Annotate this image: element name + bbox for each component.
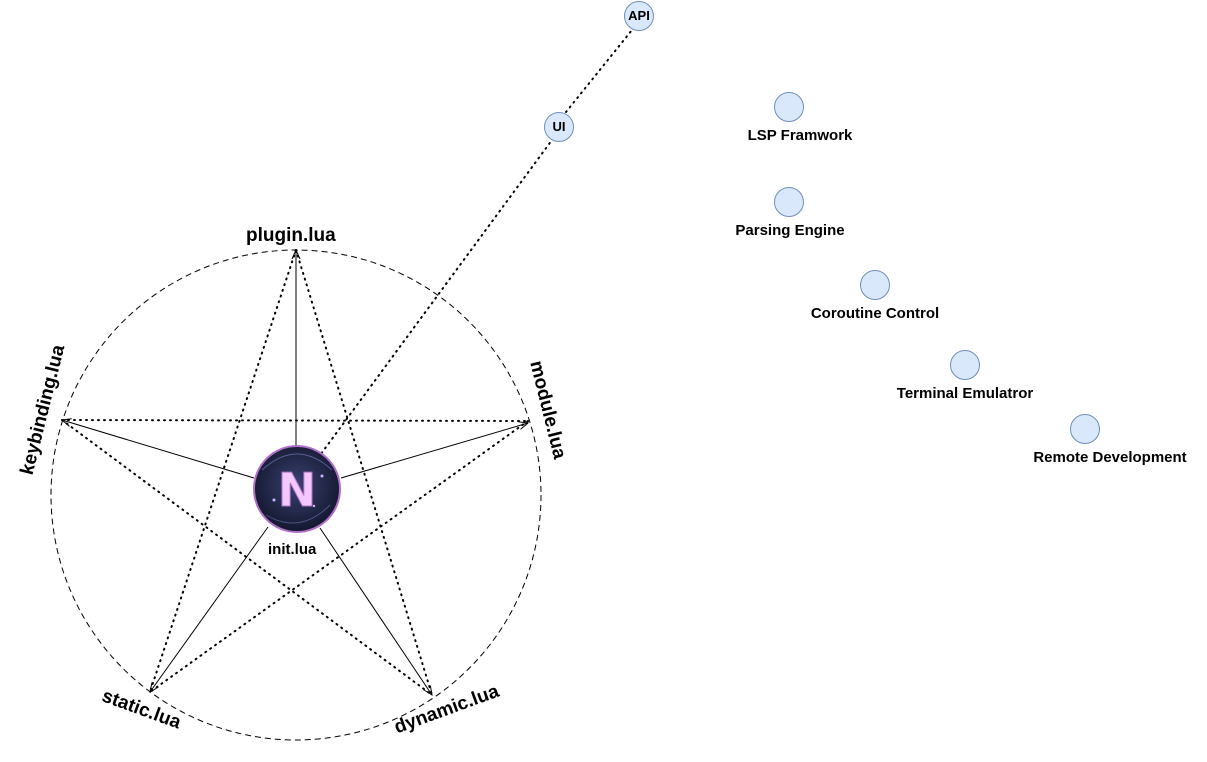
parsing-engine-node (774, 187, 804, 217)
logo-letter: N (278, 463, 317, 517)
coroutine-control-node (860, 270, 890, 300)
arrow-to-static (150, 526, 269, 692)
dotted-line-plugin-static (149, 249, 297, 693)
arrow-to-module (340, 423, 528, 479)
dotted-line-keybinding-module (61, 419, 529, 422)
lsp-framework-node (774, 92, 804, 122)
dotted-line-ui-api (565, 29, 633, 113)
terminal-emulator-label: Terminal Emulatror (896, 385, 1034, 402)
chain-lines (317, 29, 633, 459)
dotted-line-keybinding-dynamic (61, 419, 433, 696)
plugin-lua-label: plugin.lua (246, 225, 336, 246)
api-node (624, 1, 654, 31)
parsing-engine-label: Parsing Engine (735, 222, 845, 239)
dotted-line-module-static (149, 420, 529, 693)
arrow-to-keybinding (62, 420, 255, 479)
dotted-line-plugin-dynamic (295, 249, 433, 696)
remote-development-label: Remote Development (1033, 449, 1187, 466)
ui-node-label: UI (552, 119, 566, 134)
arrow-to-dynamic (319, 527, 432, 695)
api-node-label: API (628, 8, 650, 23)
neovim-logo-icon: N (253, 445, 341, 533)
ui-node (544, 112, 574, 142)
remote-development-node (1070, 414, 1100, 444)
pentagram-lines (61, 249, 529, 696)
center-arrows (62, 250, 528, 695)
dotted-line-init-ui (317, 139, 553, 459)
init-lua-label: init.lua (268, 541, 317, 558)
lsp-framework-label: LSP Framwork (747, 127, 853, 144)
terminal-emulator-node (950, 350, 980, 380)
coroutine-control-label: Coroutine Control (810, 305, 940, 322)
